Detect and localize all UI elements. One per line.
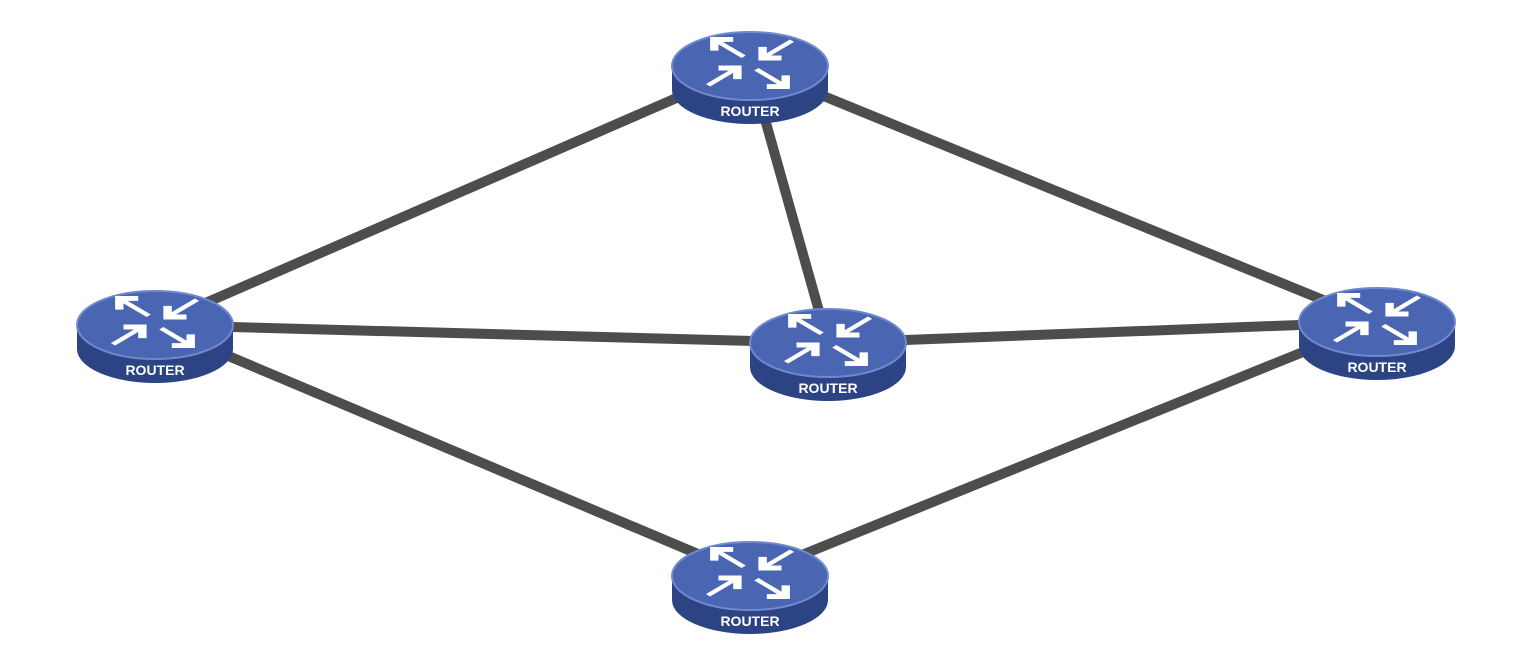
router-label: ROUTER [1347, 359, 1406, 375]
link-r-left-r-bottom [150, 320, 755, 581]
router-node-r-right: ROUTER [1298, 287, 1456, 381]
router-label: ROUTER [125, 362, 184, 378]
router-node-r-center: ROUTER [749, 308, 907, 402]
router-node-r-top: ROUTER [671, 31, 829, 125]
link-r-right-r-bottom [745, 317, 1382, 581]
router-label: ROUTER [720, 103, 779, 119]
router-node-r-left: ROUTER [76, 290, 234, 384]
link-r-center-r-right [823, 317, 1382, 348]
link-r-top-r-left [150, 61, 755, 330]
router-label: ROUTER [798, 380, 857, 396]
router-node-r-bottom: ROUTER [671, 541, 829, 635]
links-layer [150, 61, 1382, 581]
routers-layer: ROUTER ROUTER ROUTER ROUTER ROUTER [76, 31, 1456, 635]
router-label: ROUTER [720, 613, 779, 629]
link-r-top-r-right [745, 61, 1382, 327]
link-r-left-r-center [150, 320, 833, 348]
